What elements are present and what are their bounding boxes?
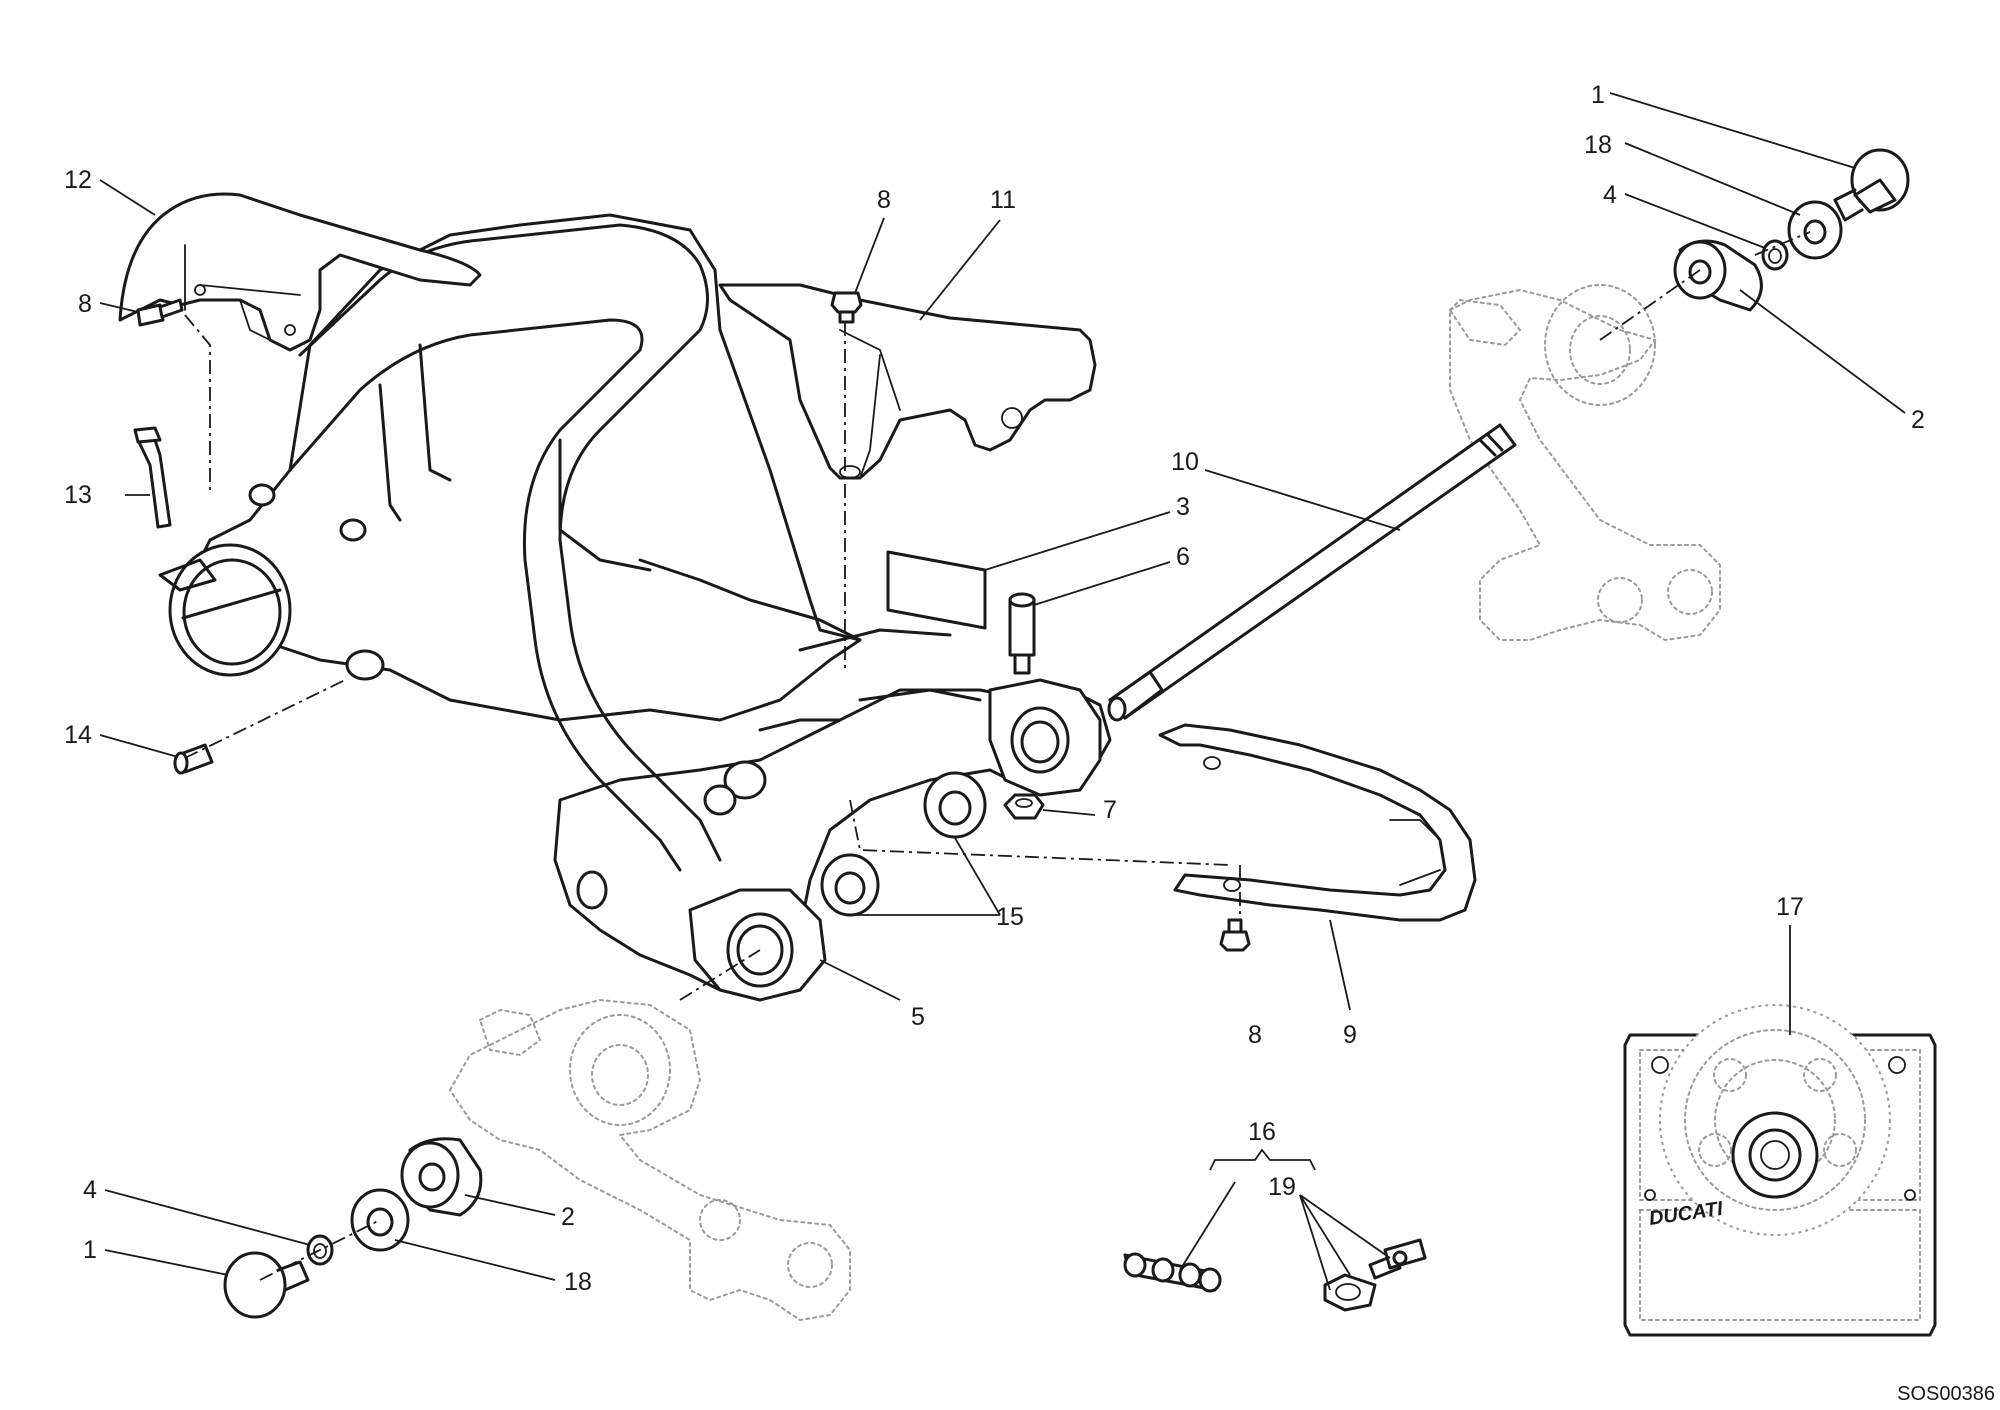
label-19: 19 <box>1268 1173 1296 1201</box>
label-8-left: 8 <box>78 290 92 318</box>
part-1-bolt-top <box>1833 148 1910 222</box>
part-9-chain-slider <box>1158 723 1477 922</box>
part-18-washer-top <box>1787 200 1843 260</box>
label-18-top: 18 <box>1584 131 1612 159</box>
label-12: 12 <box>64 166 92 194</box>
callout-labels: 1 18 4 2 12 8 13 14 8 11 10 3 6 7 15 5 8… <box>64 81 1925 1296</box>
center-lines <box>184 231 1811 1281</box>
label-15: 15 <box>996 903 1024 931</box>
label-1-top: 1 <box>1591 81 1605 109</box>
part-8-bolt-left <box>136 298 184 327</box>
leader-lines <box>99 92 1906 1291</box>
part-18-washer-bottom <box>350 1188 410 1252</box>
part-17-sprocket-kit: DUCATI <box>1623 1004 1937 1337</box>
label-5: 5 <box>911 1003 925 1031</box>
label-6: 6 <box>1176 543 1190 571</box>
label-14: 14 <box>64 721 92 749</box>
part-14-plug <box>173 743 214 775</box>
part-7-nut <box>1003 793 1045 820</box>
part-3-plate <box>886 550 987 630</box>
label-10: 10 <box>1171 448 1199 476</box>
label-3: 3 <box>1176 493 1190 521</box>
part-6-spacer <box>1008 592 1036 675</box>
drawing-code: SOS00386 <box>1897 1383 1995 1405</box>
label-8-center: 8 <box>877 186 891 214</box>
label-17: 17 <box>1776 893 1804 921</box>
part-15-bushings <box>820 771 987 917</box>
label-4-bottom: 4 <box>83 1176 97 1204</box>
label-13: 13 <box>64 481 92 509</box>
label-7: 7 <box>1103 796 1117 824</box>
label-2-top: 2 <box>1911 406 1925 434</box>
label-11: 11 <box>990 186 1016 214</box>
part-10-axle <box>1107 423 1517 722</box>
part-2-bearing-top <box>1673 239 1763 312</box>
part-11-chain-guard-top <box>718 283 1097 480</box>
label-4-top: 4 <box>1603 181 1617 209</box>
part-2-bearing-bottom <box>400 1137 483 1217</box>
label-16: 16 <box>1248 1118 1276 1146</box>
label-9: 9 <box>1343 1021 1357 1049</box>
part-8-bolt-bottom <box>1219 918 1251 952</box>
ghost-rear-hub-left <box>448 998 851 1322</box>
part-8-bolt-center <box>830 291 863 324</box>
ghost-rear-hub-right <box>1448 284 1721 642</box>
part-13-bolt <box>133 426 172 529</box>
label-8-bottom: 8 <box>1248 1021 1262 1049</box>
label-1-bottom: 1 <box>83 1236 97 1264</box>
label-18-bottom: 18 <box>564 1268 592 1296</box>
part-19-clips <box>1323 1238 1427 1312</box>
part-4-ring-top <box>1761 239 1789 271</box>
part-16-chain-link <box>1123 1252 1222 1293</box>
part-12-chain-guard <box>118 192 482 352</box>
label-2-bottom: 2 <box>561 1203 575 1231</box>
swingarm <box>158 213 1112 1002</box>
